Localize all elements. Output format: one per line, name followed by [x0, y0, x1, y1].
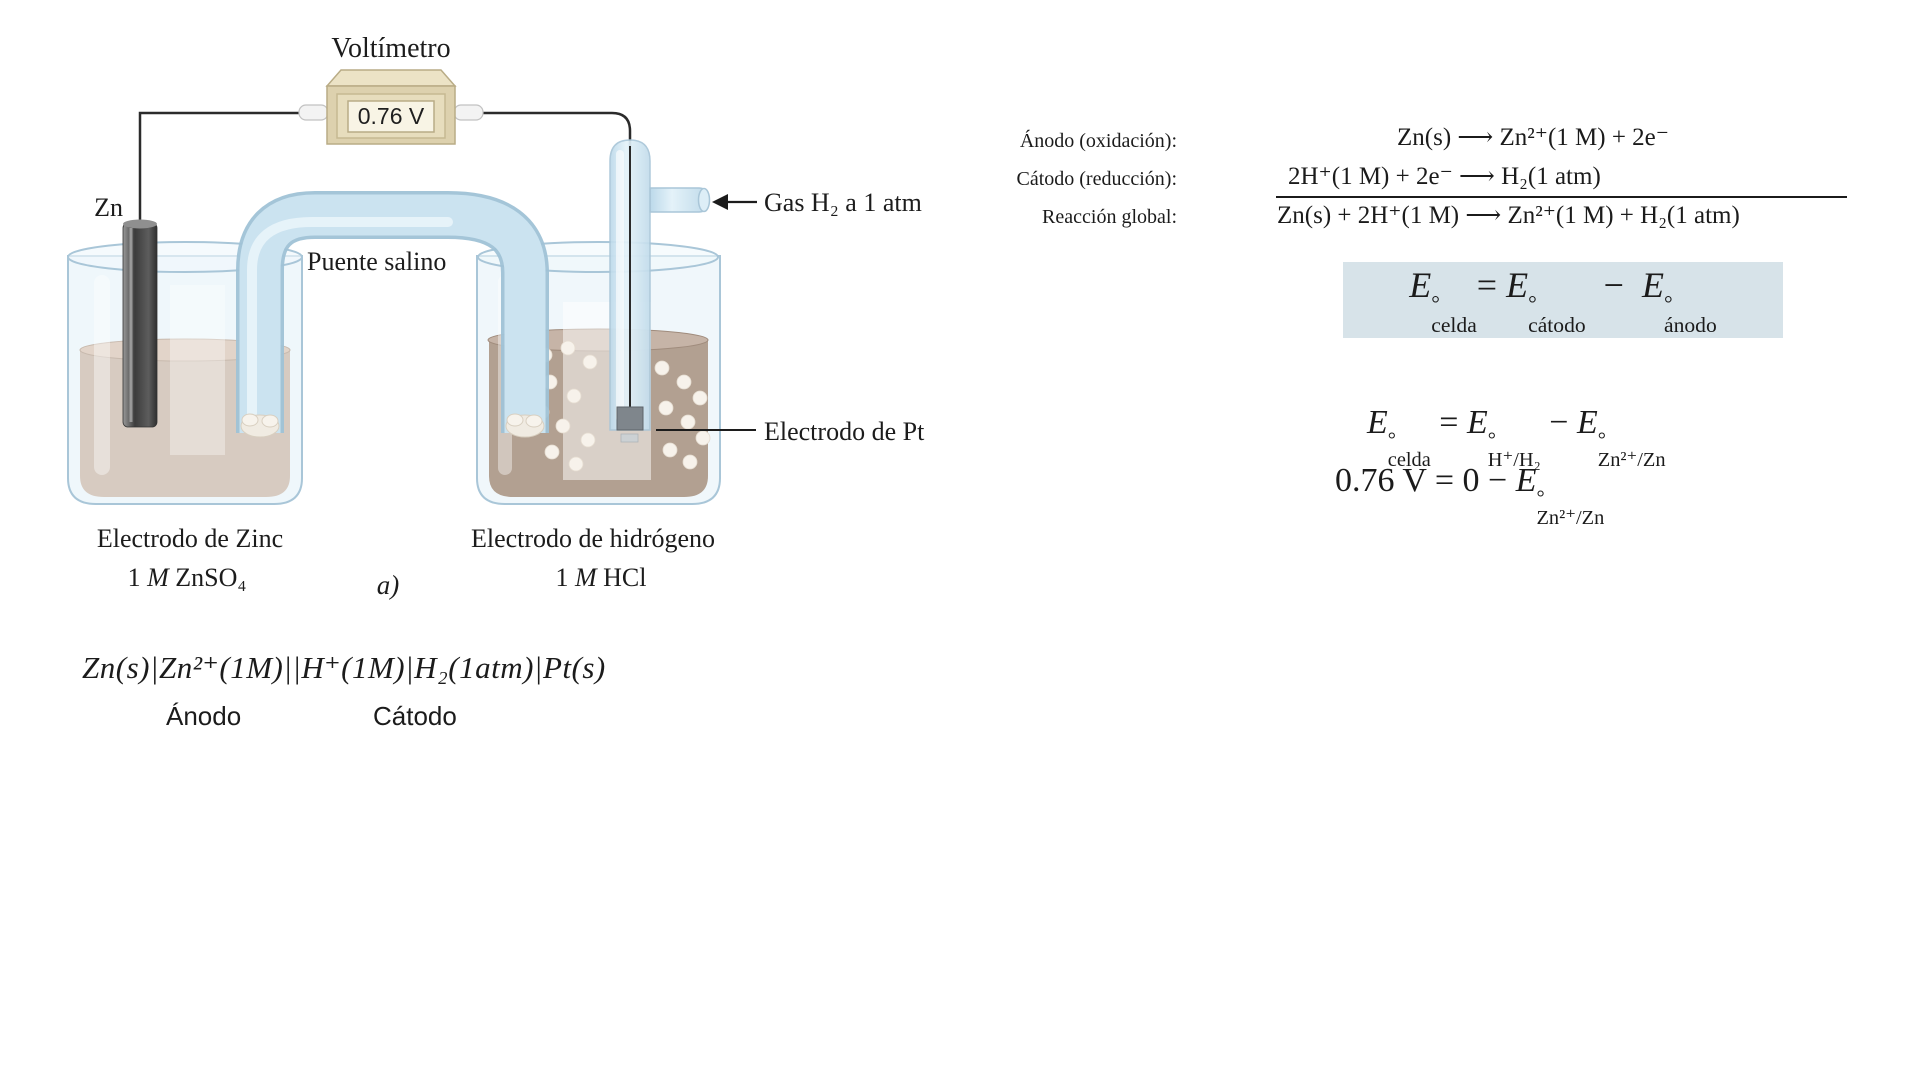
cathode-label: Cátodo	[373, 701, 457, 731]
left-glass-reflection	[94, 275, 110, 475]
galvanic-cell-diagram: 0.76 V Voltímetro Zn Puente salino Gas H…	[67, 33, 925, 600]
left-electrode-label: Electrodo de Zinc	[97, 524, 283, 553]
pt-electrode-label: Electrodo de Pt	[764, 417, 925, 446]
cell-notation: Zn(s)|Zn²⁺(1M)||H⁺(1M)|H₂(1atm)|Pt(s)	[82, 650, 606, 685]
gas-arrow-head	[712, 194, 728, 210]
salt-bridge-label: Puente salino	[307, 247, 446, 276]
pt-electrode-plate	[620, 433, 639, 443]
overall-reaction-equation: Zn(s) + 2H⁺(1 M) ⟶ Zn²⁺(1 M) + H₂(1 atm)	[1277, 202, 1740, 229]
voltmeter-title: Voltímetro	[331, 33, 450, 64]
cell-potential-line1: E°celda = E°H⁺/H₂ − E°Zn²⁺/Zn	[1367, 404, 1666, 472]
salt-bridge	[236, 191, 549, 438]
wire-left	[138, 111, 299, 232]
cell-potential-line2: 0.76 V = 0 − E°Zn²⁺/Zn	[1335, 462, 1605, 530]
voltmeter-terminal-left	[298, 104, 329, 121]
cathode-reaction-label: Cátodo (reducción):	[1016, 168, 1178, 190]
salt-bridge-plug-left	[240, 413, 280, 438]
gas-side-arm-opening	[697, 187, 711, 213]
left-solution-label: 1 M ZnSO₄	[128, 563, 247, 592]
voltmeter-top-face	[325, 69, 457, 87]
right-solution-label: 1 M HCl	[555, 563, 646, 592]
anode-label: Ánodo	[166, 701, 242, 731]
overall-reaction-label: Reacción global:	[1042, 206, 1177, 228]
voltmeter-reading: 0.76 V	[358, 103, 425, 129]
voltmeter-terminal-right	[453, 104, 484, 121]
anode-reaction-label: Ánodo (oxidación):	[1019, 130, 1177, 152]
zn-label: Zn	[94, 193, 123, 222]
voltmeter: 0.76 V	[298, 69, 484, 145]
gas-side-arm	[649, 187, 706, 213]
hydrogen-electrode-tube	[609, 139, 711, 443]
diagram-labels: Voltímetro Zn Puente salino Gas H₂ a 1 a…	[94, 33, 925, 600]
sum-rule	[1276, 196, 1847, 198]
wire-right	[483, 111, 632, 150]
salt-bridge-plug-right	[505, 413, 545, 438]
zinc-electrode	[122, 219, 158, 428]
right-electrode-label: Electrodo de hidrógeno	[471, 524, 715, 553]
cathode-reaction-equation: 2H⁺(1 M) + 2e⁻ ⟶ H₂(1 atm)	[1288, 163, 1601, 190]
figure-marker: a)	[377, 570, 400, 600]
gas-label: Gas H₂ a 1 atm	[764, 188, 922, 217]
cell-potential-formula-box: E°celda= E°cátodo − E°ánodo	[1343, 262, 1783, 338]
salt-bridge-highlight	[247, 217, 453, 433]
left-inner-reflection	[170, 285, 225, 455]
annotations	[656, 194, 757, 431]
cell-potential-formula: E°celda= E°cátodo − E°ánodo	[1409, 264, 1717, 338]
pt-electrode	[616, 406, 644, 431]
tube-highlight	[616, 150, 624, 422]
anode-reaction-equation: Zn(s) ⟶ Zn²⁺(1 M) + 2e⁻	[1397, 124, 1669, 151]
voltmeter-display	[347, 100, 435, 133]
